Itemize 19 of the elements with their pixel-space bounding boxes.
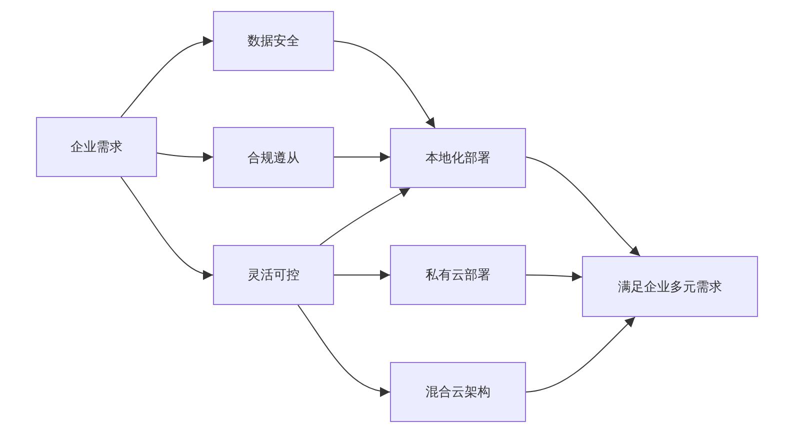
arrow	[526, 272, 582, 282]
arrow	[334, 270, 390, 280]
process-box: 混合云架构	[390, 362, 526, 422]
arrow	[334, 152, 390, 162]
arrow	[526, 156, 640, 256]
process-box: 合规遵从	[213, 127, 334, 188]
arrow	[298, 304, 390, 396]
arrow	[120, 36, 214, 118]
process-box: 企业需求	[36, 117, 157, 177]
process-box: 数据安全	[213, 11, 334, 71]
process-box: 满足企业多元需求	[582, 256, 758, 317]
arrow	[526, 316, 636, 392]
arrow	[334, 40, 436, 128]
arrow	[120, 176, 214, 279]
arrow	[320, 188, 410, 246]
process-box: 本地化部署	[390, 128, 526, 188]
process-box: 私有云部署	[390, 245, 526, 305]
process-box: 灵活可控	[213, 245, 334, 305]
arrow	[156, 152, 214, 162]
